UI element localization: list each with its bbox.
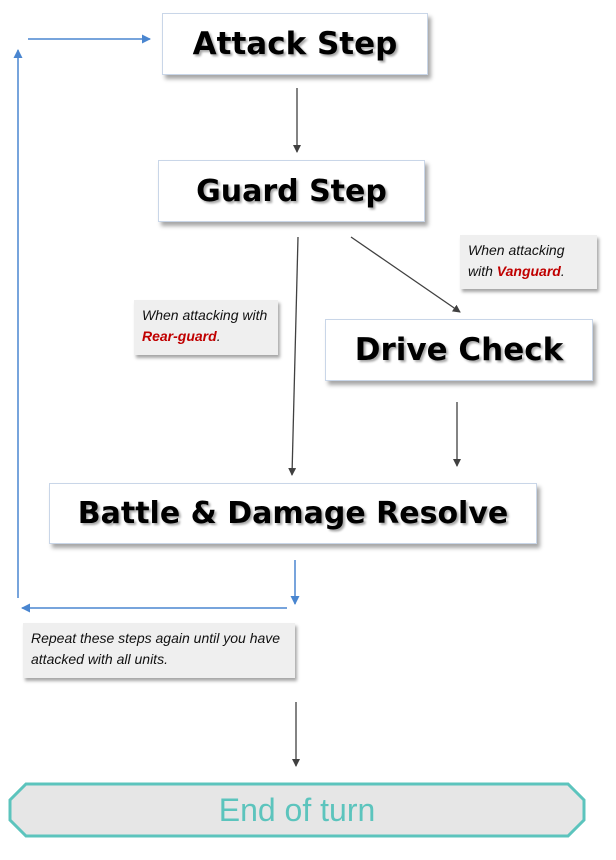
end-of-turn-shape: End of turn <box>8 782 586 838</box>
attack-step-box: Attack Step <box>162 13 428 75</box>
end-of-turn-label: End of turn <box>218 791 376 828</box>
vanguard-note-suffix: . <box>560 263 565 279</box>
battle-damage-resolve-label: Battle & Damage Resolve <box>77 496 509 531</box>
rearguard-note-highlight: Rear-guard <box>142 328 217 344</box>
drive-check-box: Drive Check <box>325 319 593 381</box>
rearguard-note-suffix: . <box>216 328 221 344</box>
drive-check-label: Drive Check <box>354 332 564 368</box>
end-of-turn-outline <box>8 782 586 838</box>
guard-step-label: Guard Step <box>196 173 387 209</box>
vanguard-note-prefix: When attacking with <box>468 242 565 279</box>
battle-damage-resolve-box: Battle & Damage Resolve <box>49 483 537 544</box>
repeat-note-text: Repeat these steps again until you have … <box>31 630 281 667</box>
attack-step-label: Attack Step <box>192 26 398 62</box>
rearguard-note-prefix: When attacking with <box>142 307 268 323</box>
guard-step-box: Guard Step <box>158 160 425 222</box>
arrow-guard-to-battle <box>288 236 299 476</box>
arrow-guard-to-drive-check <box>350 236 461 313</box>
rearguard-note: When attacking with Rear-guard. <box>134 300 278 355</box>
repeat-note: Repeat these steps again until you have … <box>23 623 295 678</box>
vanguard-note: When attacking with Vanguard. <box>460 235 597 289</box>
vanguard-note-highlight: Vanguard <box>496 263 561 279</box>
